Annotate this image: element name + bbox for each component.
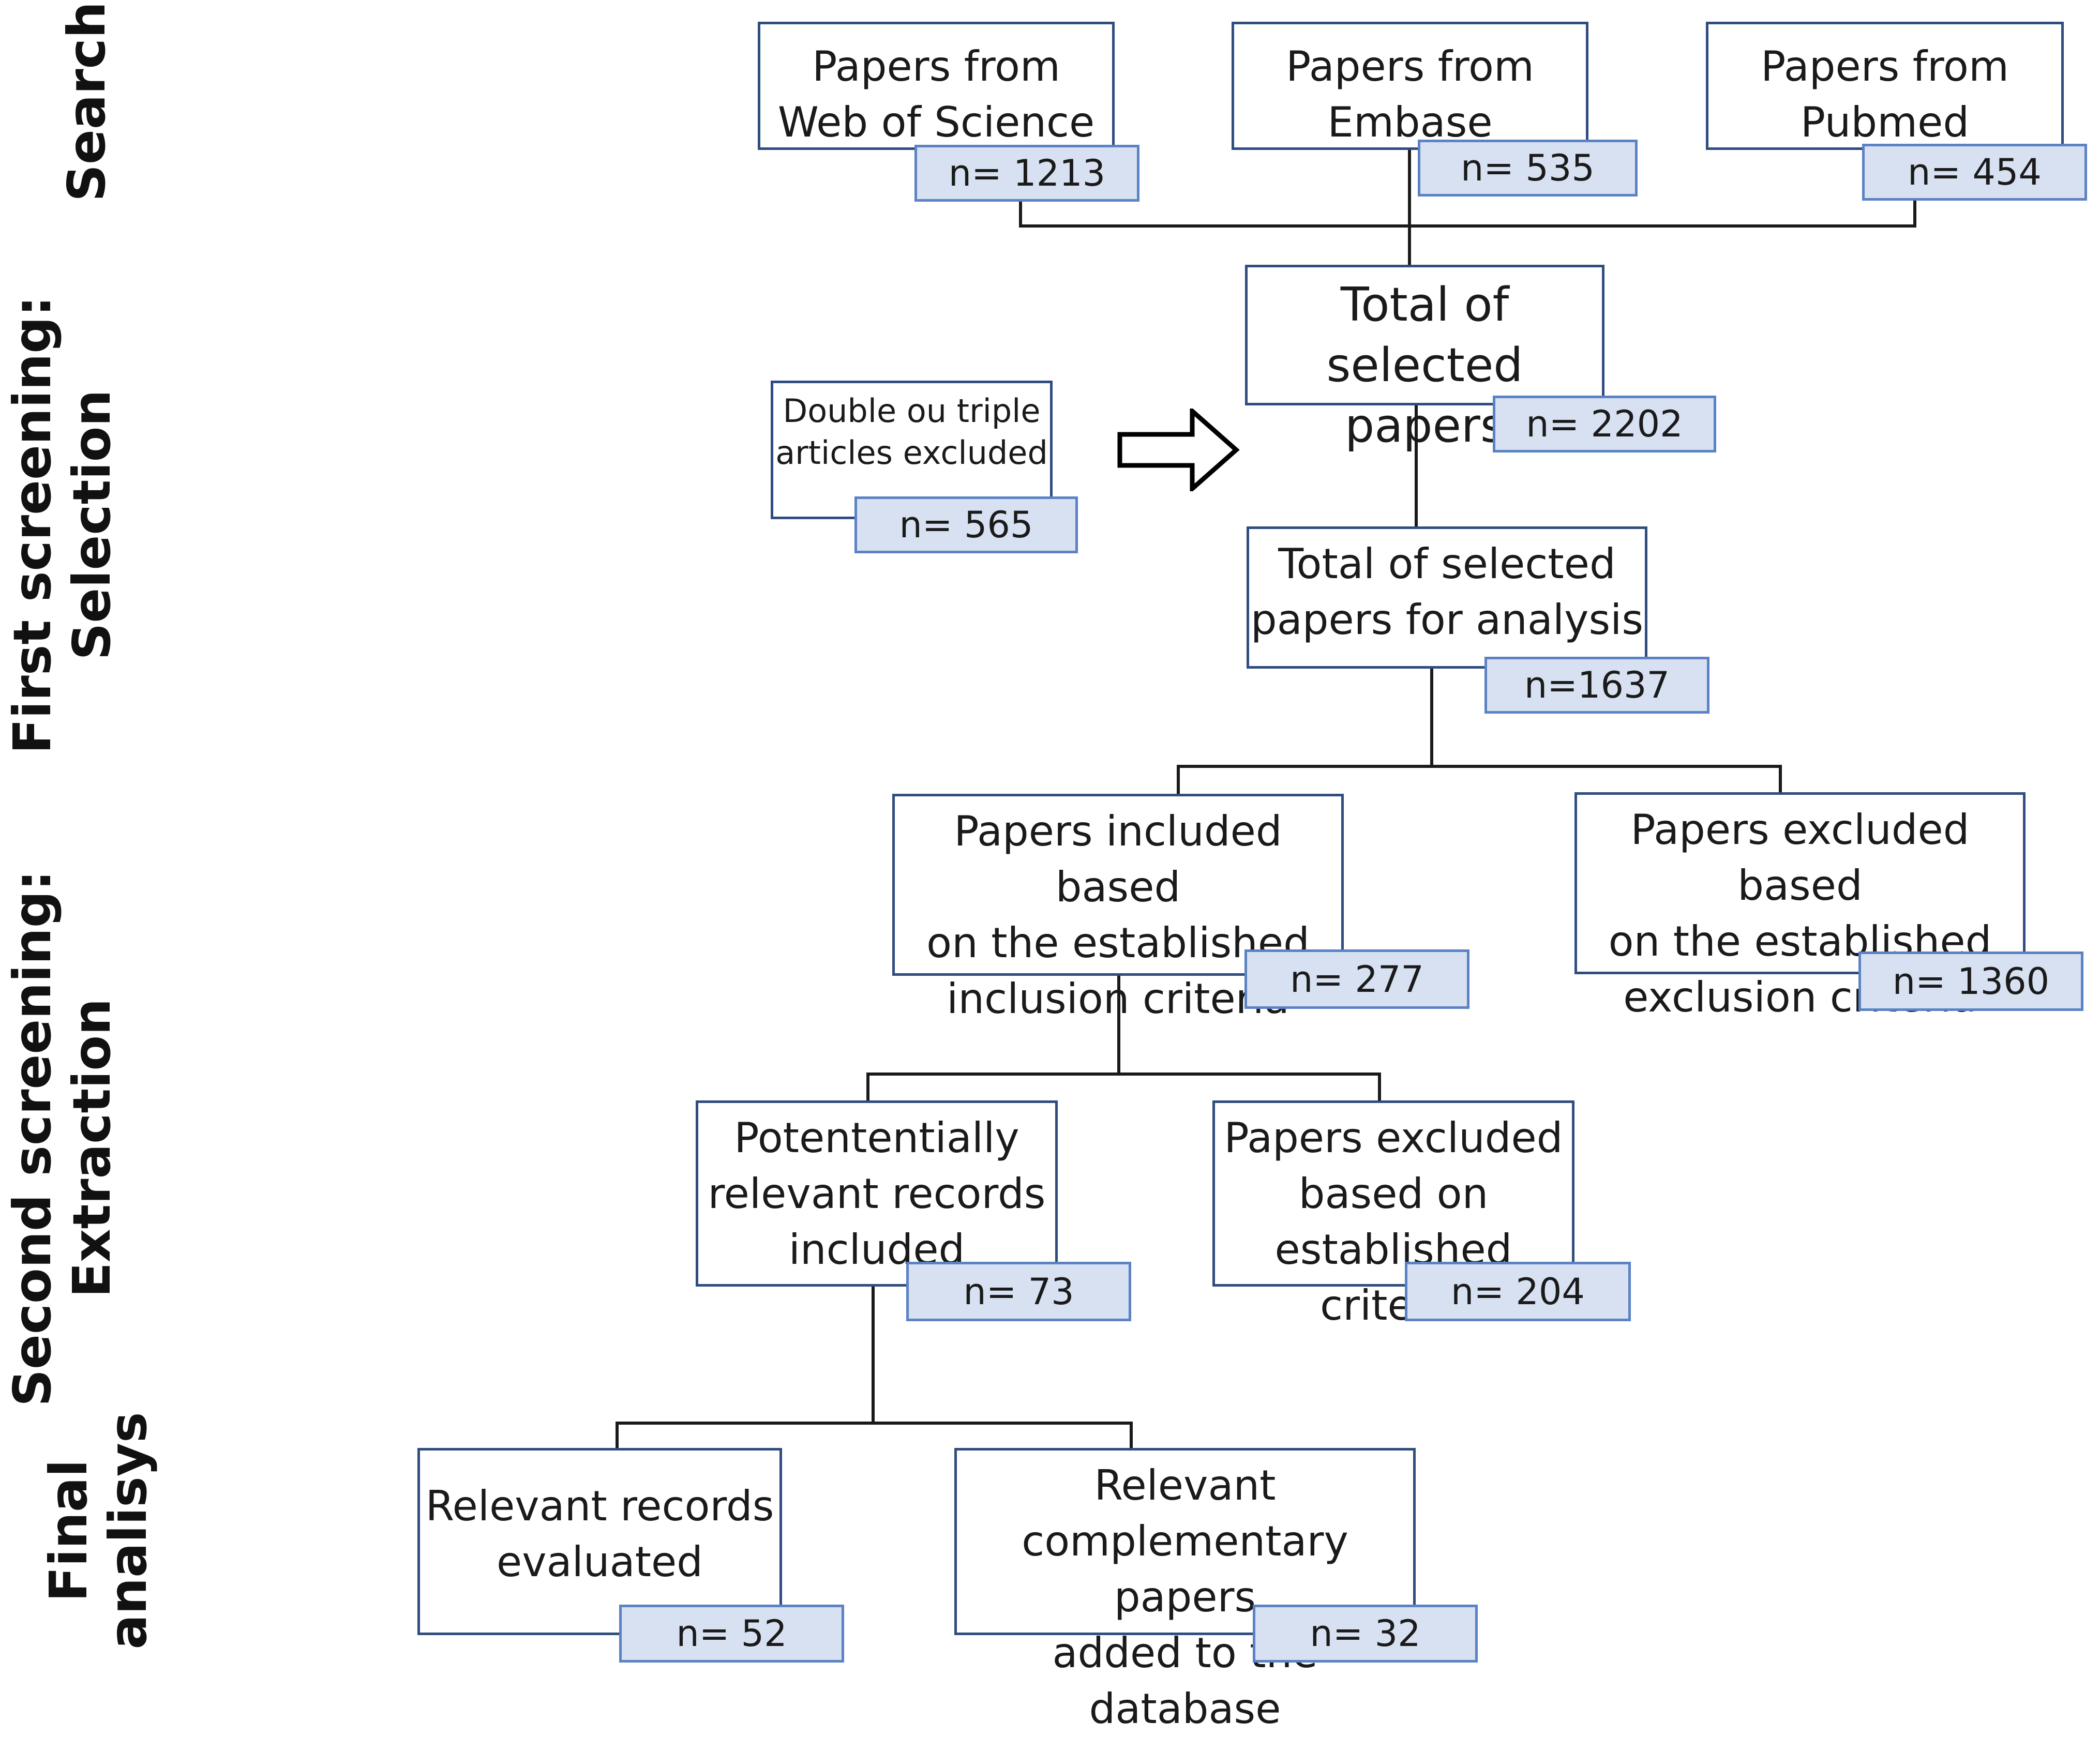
connector-search-horizontal	[1019, 224, 1916, 228]
count-pubmed: n= 454	[1862, 144, 2087, 201]
stage-label-extraction: Second screening: Extraction	[2, 870, 127, 1407]
stage-search-text: Search	[56, 1, 117, 202]
count-papers-included: n= 277	[1244, 949, 1469, 1009]
connector-pubmed-down	[1913, 197, 1916, 228]
count-duplicates-excluded: n= 565	[854, 496, 1078, 553]
excluded2-line1: Papers excluded	[1224, 1114, 1563, 1162]
count-selected-for-analysis: n=1637	[1484, 657, 1709, 714]
connector-split3-horizontal	[616, 1422, 1133, 1425]
excluded-line1: Papers excluded based	[1630, 806, 1970, 910]
pubmed-line1: Papers from	[1761, 42, 2009, 90]
pubmed-line2: Pubmed	[1800, 98, 1970, 146]
box-pubmed: Papers from Pubmed	[1706, 22, 2064, 150]
count-embase: n= 535	[1418, 140, 1638, 197]
box-papers-excluded-established: Papers excluded based on established cri…	[1212, 1100, 1574, 1330]
complementary-line1: Relevant	[1094, 1461, 1276, 1509]
connector-split1-right	[1779, 765, 1782, 796]
box-papers-included: Papers included based on the established…	[892, 794, 1344, 1023]
connector-split2-horizontal	[866, 1073, 1381, 1076]
count-total-selected: n= 2202	[1493, 396, 1716, 452]
count-web-of-science: n= 1213	[914, 145, 1139, 202]
connector-split2-right	[1378, 1073, 1381, 1101]
count-potentially-relevant: n= 73	[906, 1262, 1131, 1321]
stage-extraction-line1: Second screening:	[2, 870, 63, 1407]
stage-label-selection: First screening: Selection	[2, 266, 127, 783]
stage-label-search: Search	[56, 2, 119, 202]
connector-total-down	[1415, 403, 1418, 527]
connector-relevant-down	[872, 1285, 875, 1425]
relevant-line1: Potententially	[734, 1114, 1019, 1162]
connector-split3-right	[1130, 1422, 1133, 1450]
connector-included-down	[1117, 975, 1120, 1076]
wos-line2: Web of Science	[777, 98, 1095, 146]
relevant-line2: relevant records	[708, 1170, 1046, 1218]
count-papers-excluded: n= 1360	[1858, 951, 2083, 1011]
excluded2-line2: based on	[1298, 1170, 1489, 1218]
duplicates-line1: Double ou triple	[783, 392, 1041, 430]
box-web-of-science: Papers from Web of Science	[758, 22, 1115, 150]
evaluated-line2: evaluated	[497, 1538, 703, 1586]
connector-split1-horizontal	[1177, 765, 1782, 768]
connector-split1-left	[1177, 765, 1180, 796]
stage-selection-line2: Selection	[62, 389, 122, 660]
complementary-line2: complementary papers	[1022, 1517, 1348, 1621]
connector-wos-down	[1019, 197, 1022, 228]
connector-split3-left	[616, 1422, 619, 1450]
box-potentially-relevant: Potententially relevant records included	[696, 1100, 1058, 1287]
embase-line2: Embase	[1327, 98, 1493, 146]
total-line2: selected papers	[1326, 338, 1523, 453]
stage-extraction-line2: Extraction	[62, 998, 122, 1298]
arrow-right-icon	[1117, 409, 1240, 491]
box-selected-for-analysis: Total of selected papers for analysis	[1247, 526, 1647, 669]
analysis-line2: papers for analysis	[1250, 596, 1644, 644]
stage-selection-line1: First screening:	[2, 295, 63, 754]
box-papers-excluded: Papers excluded based on the established…	[1574, 792, 2026, 1021]
total-line1: Total of	[1340, 278, 1509, 332]
connector-split2-left	[866, 1073, 869, 1101]
box-relevant-evaluated: Relevant records evaluated	[417, 1448, 782, 1635]
count-relevant-evaluated: n= 52	[619, 1605, 844, 1663]
duplicates-line2: articles excluded	[775, 433, 1048, 472]
count-complementary-papers: n= 32	[1253, 1605, 1478, 1663]
evaluated-line1: Relevant records	[425, 1482, 774, 1530]
count-papers-excluded-established: n= 204	[1405, 1262, 1631, 1321]
wos-line1: Papers from	[812, 42, 1060, 90]
analysis-line1: Total of selected	[1278, 540, 1616, 588]
embase-line1: Papers from	[1286, 42, 1534, 90]
box-embase: Papers from Embase	[1232, 22, 1588, 150]
included-line1: Papers included based	[954, 807, 1282, 911]
included-line3: inclusion criteria	[947, 975, 1289, 1023]
connector-analysis-down	[1430, 667, 1433, 768]
stage-label-final: Final analisys	[38, 1401, 163, 1660]
box-total-selected: Total of selected papers	[1245, 265, 1604, 453]
stage-final-line2: analisys	[98, 1412, 158, 1650]
connector-embase-down	[1408, 150, 1411, 266]
stage-final-line1: Final	[38, 1459, 99, 1602]
